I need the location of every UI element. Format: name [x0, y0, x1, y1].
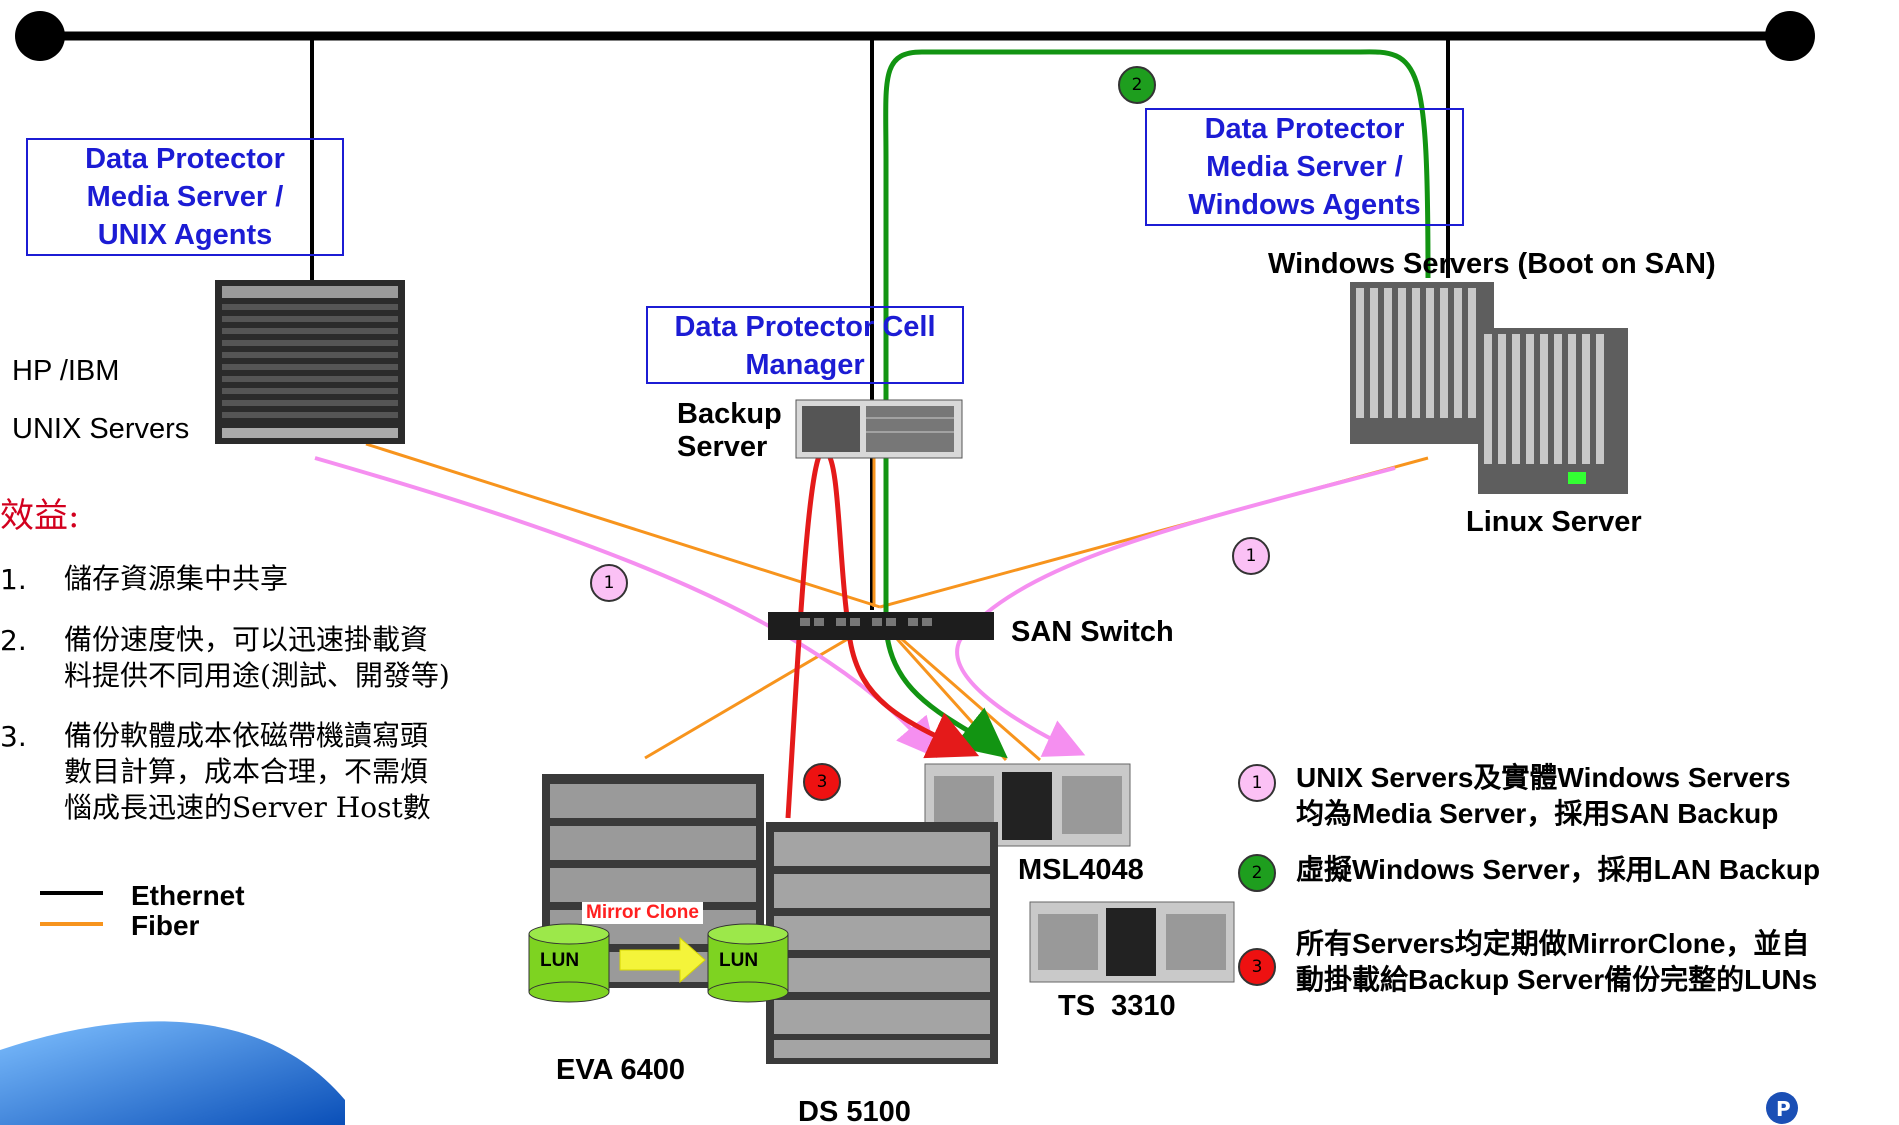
badge-1-right: 1 [1232, 537, 1270, 575]
mirror-clone-label: Mirror Clone [582, 902, 703, 924]
windows-media-server-box: Data Protector Media Server / Windows Ag… [1145, 108, 1464, 226]
note-2-badge: 2 [1238, 854, 1276, 892]
note-3-badge: 3 [1238, 948, 1276, 986]
mirror-clone-arrow [619, 936, 706, 984]
lun-right-label: LUN [719, 950, 759, 971]
lun-left-label: LUN [540, 950, 580, 971]
flow-windows-to-tape [955, 466, 1396, 757]
benefit-3-number: 3. [0, 720, 27, 753]
svg-text:P: P [1776, 1097, 1791, 1121]
ds5100-label: DS 5100 [798, 1096, 911, 1125]
note-1-badge: 1 [1238, 764, 1276, 802]
benefits-title: 效益: [0, 496, 80, 536]
benefit-3-text: 備份軟體成本依磁帶機讀寫頭 數目計算，成本合理，不需煩 惱成長迅速的Server… [64, 719, 431, 824]
unix-server-image [215, 280, 405, 444]
msl4048-label: MSL4048 [1018, 854, 1144, 886]
benefit-2-number: 2. [0, 624, 27, 657]
corner-decoration [0, 1021, 345, 1125]
ts3310-image [1029, 901, 1235, 983]
backup-server-image [795, 399, 963, 459]
note-3-text: 所有Servers均定期做MirrorClone，並自 動掛載給Backup S… [1296, 928, 1818, 995]
backup-server-label: Backup Server [677, 398, 782, 464]
linux-server-label: Linux Server [1466, 506, 1642, 538]
badge-3-storage: 3 [803, 763, 841, 801]
flow-lan-backup [883, 49, 1431, 759]
windows-servers-image [1350, 282, 1494, 444]
benefit-1-text: 儲存資源集中共享 [64, 562, 289, 595]
hp-ibm-label: HP /IBM [12, 355, 120, 387]
ts3310-label: TS 3310 [1058, 990, 1176, 1022]
benefit-2-text: 備份速度快，可以迅速掛載資 料提供不同用途(測試、開發等) [64, 623, 450, 692]
legend-fiber: Fiber [131, 910, 200, 941]
eva6400-label: EVA 6400 [556, 1054, 685, 1086]
benefit-1-number: 1. [0, 563, 27, 596]
san-switch-image [768, 612, 994, 640]
backbone-end-left [15, 11, 65, 61]
legend-ethernet: Ethernet [131, 880, 245, 911]
flow-mirror-clone [785, 447, 980, 819]
lun-right-cylinder [707, 923, 789, 1003]
ds5100-image [766, 822, 998, 1064]
lun-left-cylinder [528, 923, 610, 1003]
san-switch-label: SAN Switch [1011, 616, 1174, 648]
unix-servers-label: UNIX Servers [12, 413, 190, 445]
brand-logo-icon [1766, 1092, 1798, 1124]
note-2-text: 虛擬Windows Server，採用LAN Backup [1296, 854, 1821, 885]
badge-2-top: 2 [1118, 66, 1156, 104]
windows-servers-label: Windows Servers (Boot on SAN) [1268, 248, 1716, 280]
backbone-end-right [1765, 11, 1815, 61]
cell-manager-box: Data Protector Cell Manager [646, 306, 964, 384]
linux-server-image [1478, 328, 1628, 494]
badge-1-left: 1 [590, 564, 628, 602]
note-1-text: UNIX Servers及實體Windows Servers 均為Media S… [1296, 762, 1791, 829]
unix-media-server-box: Data Protector Media Server / UNIX Agent… [26, 138, 344, 256]
